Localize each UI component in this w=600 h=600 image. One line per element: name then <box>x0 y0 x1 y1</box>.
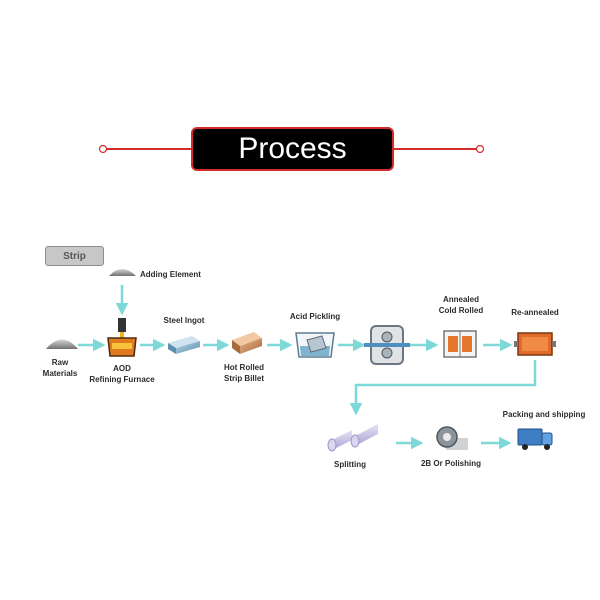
ore-pile-icon <box>46 339 78 349</box>
page-title: Process <box>238 132 347 165</box>
label-annealed-cold-rolled: Annealed Cold Rolled <box>438 295 484 315</box>
label-packing: Packing and shipping <box>502 410 586 419</box>
re-annealing-furnace-icon <box>514 332 556 356</box>
rolling-mill-icon <box>364 325 410 365</box>
polished-coil-icon <box>436 426 468 450</box>
arrow-reannealed-to-splitting <box>349 360 537 416</box>
label-steel-ingot: Steel Ingot <box>163 316 205 325</box>
label-hot-rolled: Hot Rolled Strip Billet <box>223 363 264 383</box>
ingot-icon <box>168 336 200 354</box>
shipping-truck-icon <box>517 428 553 450</box>
annealing-furnace-icon <box>443 330 477 358</box>
label-acid-pickling: Acid Pickling <box>289 312 341 321</box>
ore-pile-icon <box>109 269 136 276</box>
label-aod: AOD Refining Furnace <box>89 364 155 384</box>
title-connector <box>98 144 485 154</box>
label-re-annealed: Re-annealed <box>511 308 559 317</box>
label-polishing: 2B Or Polishing <box>420 459 481 468</box>
label-splitting: Splitting <box>334 460 366 469</box>
label-raw-materials: Raw Materials <box>42 358 78 378</box>
strip-tag: Strip <box>45 246 104 266</box>
coil-split-icon <box>327 424 378 452</box>
flow-arrows <box>78 285 537 450</box>
connector-dot-left <box>98 144 108 154</box>
pickling-tank-icon <box>295 332 335 358</box>
connector-dot-right <box>475 144 485 154</box>
title-banner: Process <box>191 127 394 171</box>
furnace-icon <box>107 318 137 357</box>
label-adding-element: Adding Element <box>140 270 201 279</box>
billet-icon <box>232 332 262 354</box>
